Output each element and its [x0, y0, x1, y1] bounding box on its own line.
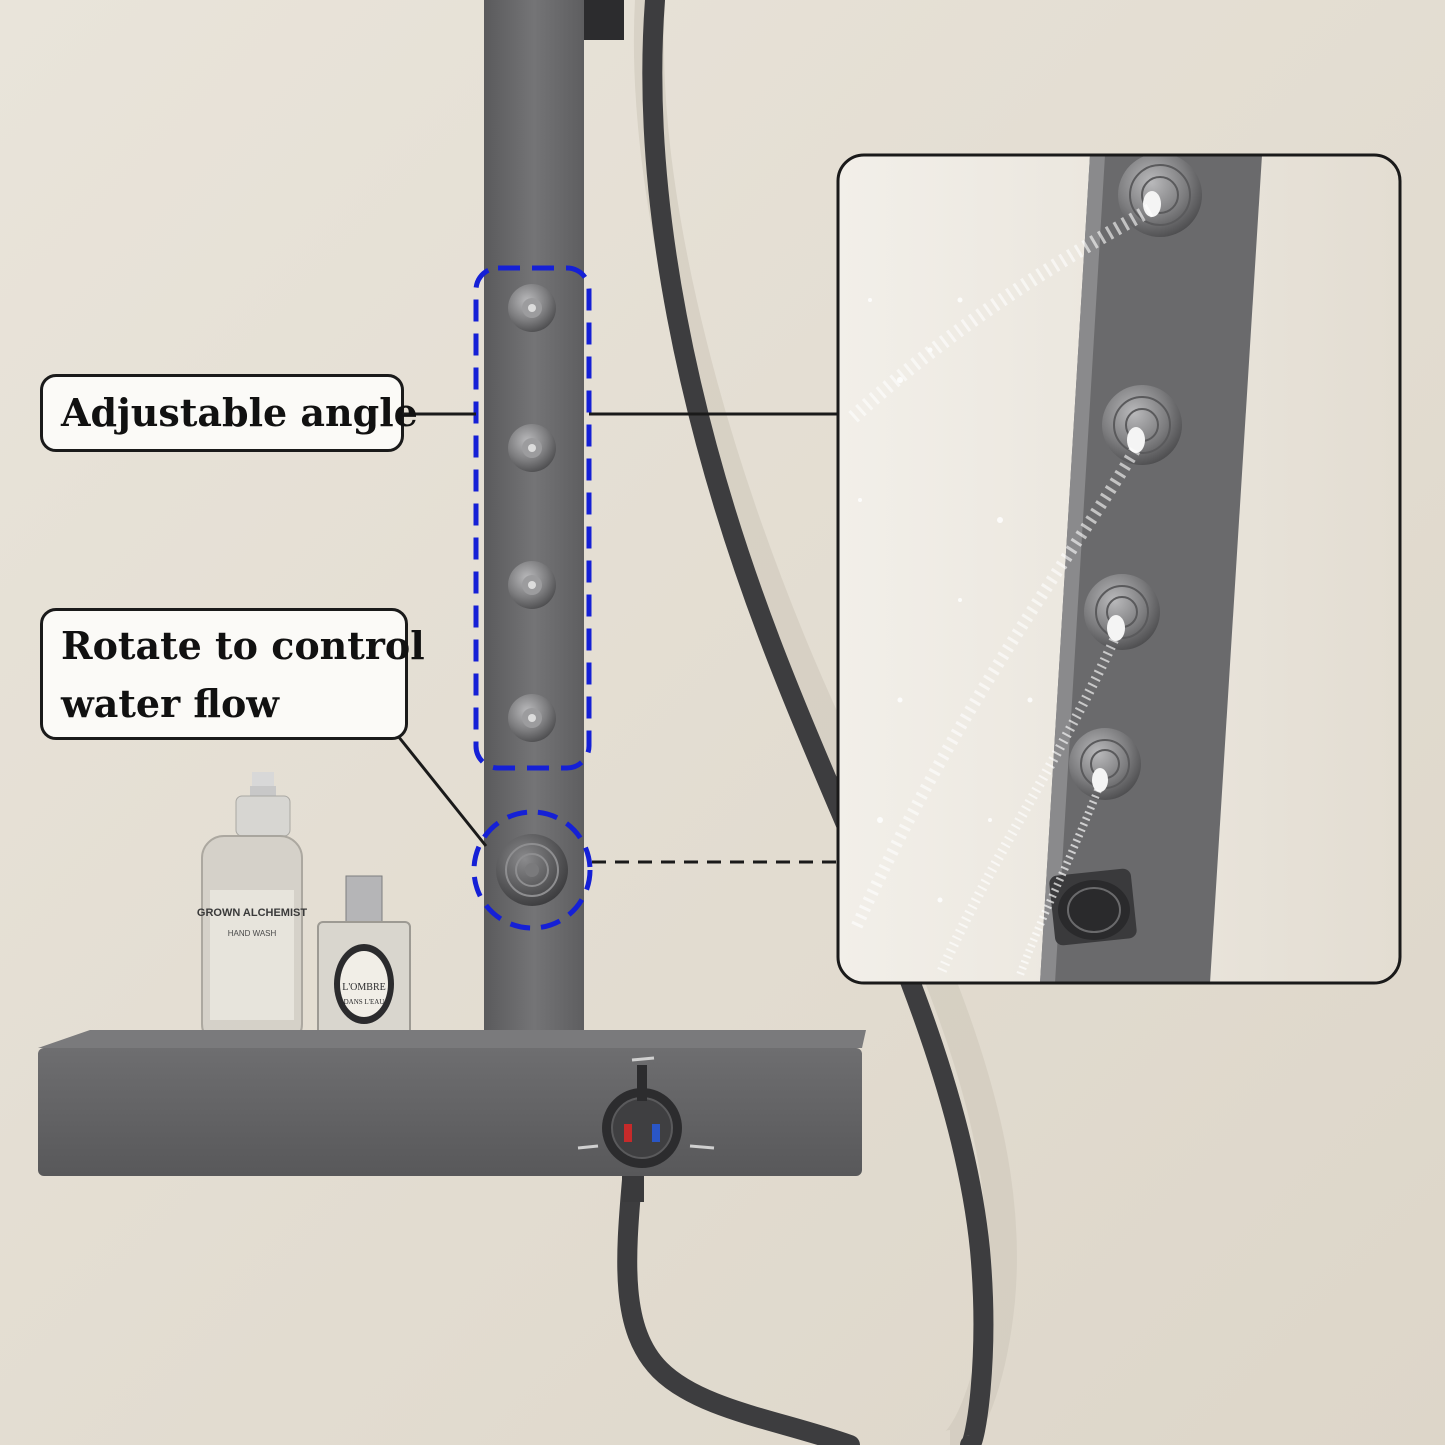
adjustable-angle-label: Adjustable angle [61, 390, 418, 435]
body-jet-3 [508, 561, 556, 609]
flow-control-label-line1: Rotate to control [61, 623, 425, 668]
body-jet-1 [508, 284, 556, 332]
perfume-bottle: L'OMBRE DANS L'EAU [317, 875, 411, 1047]
zoom-inset-frame [836, 153, 1402, 985]
inset-flow-knob [1049, 868, 1137, 946]
lever-mark-right [689, 1144, 715, 1150]
soap-brand-text: GROWN ALCHEMIST [197, 907, 307, 919]
inset-jet-1 [1118, 155, 1202, 237]
flow-control-knob[interactable] [496, 834, 568, 906]
flow-control-label-line2: water flow [61, 681, 279, 726]
body-jets [508, 284, 556, 742]
flow-connector [396, 735, 488, 847]
zoom-inset [838, 155, 1400, 983]
jets-highlight-box [473, 265, 592, 771]
lever-mark-left [577, 1144, 599, 1150]
body-jet-2 [508, 424, 556, 472]
temperature-knob[interactable] [602, 1065, 682, 1168]
adjustable-angle-callout: Adjustable angle [40, 374, 418, 452]
thermostatic-shelf [38, 1030, 866, 1176]
knob-highlight-circle [471, 809, 593, 931]
flow-control-callout: Rotate to control water flow [40, 608, 425, 740]
lever-mark-top [631, 1056, 655, 1062]
perfume-sub-text: DANS L'EAU [344, 998, 385, 1006]
soap-type-text: HAND WASH [228, 929, 277, 938]
inset-jet-3 [1084, 574, 1160, 650]
inset-jet-4 [1069, 728, 1141, 800]
inset-jet-2 [1102, 385, 1182, 465]
perfume-brand-text: L'OMBRE [342, 982, 385, 993]
hose-connector [622, 1176, 644, 1202]
shower-hose-lower [617, 1170, 860, 1445]
body-jet-4 [508, 694, 556, 742]
water-spray [845, 203, 1154, 977]
